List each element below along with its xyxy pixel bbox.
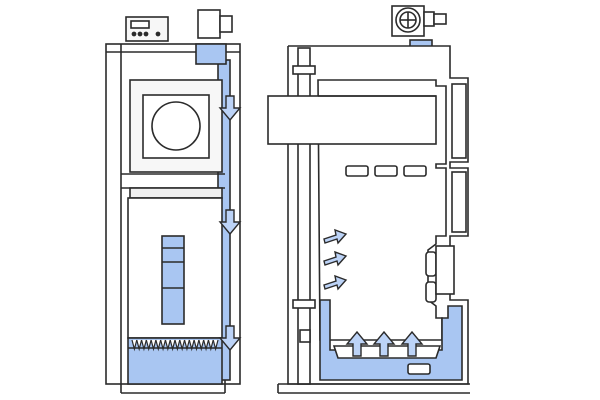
- flow-arrow-icon: [372, 330, 396, 357]
- grate-tooth: [212, 339, 219, 352]
- flow-arrow-icon: [218, 95, 242, 122]
- grate-tooth: [145, 339, 152, 352]
- grate-tooth: [174, 339, 181, 352]
- grate-tooth: [198, 339, 205, 352]
- top-vent-1: [345, 165, 369, 177]
- side-flow-arrows: [323, 228, 348, 291]
- flow-arrow-icon: [218, 325, 242, 352]
- front-down-arrows: [218, 95, 242, 352]
- side-door-lower: [451, 171, 467, 233]
- grate-tooth: [183, 339, 190, 352]
- fuel-column: [161, 235, 185, 325]
- side-view: [267, 5, 470, 394]
- side-water-jacket: [319, 299, 463, 381]
- flow-arrow-icon: [323, 274, 348, 291]
- flue-baffle: [267, 95, 437, 145]
- front-fan-icon: [197, 9, 233, 39]
- front-view: [105, 9, 241, 394]
- controller-icon: [125, 16, 169, 42]
- grate-tooth: [140, 339, 147, 352]
- grate-tooth: [131, 339, 138, 352]
- grate-tooth: [203, 339, 210, 352]
- flow-arrow-icon: [323, 250, 348, 267]
- flow-arrow-icon: [345, 330, 369, 357]
- top-vent-3: [403, 165, 427, 177]
- grate-tooth: [164, 339, 171, 352]
- flow-arrow-icon: [400, 330, 424, 357]
- grate-tooth: [160, 339, 167, 352]
- grate-tooth: [193, 339, 200, 352]
- inspection-window: [151, 101, 201, 151]
- grate-tooth: [188, 339, 195, 352]
- grate: [131, 339, 219, 352]
- grate-tooth: [136, 339, 143, 352]
- top-vent-2: [374, 165, 398, 177]
- front-air-inlet: [195, 43, 227, 65]
- side-door-upper: [451, 83, 467, 159]
- flow-arrow-icon: [323, 228, 348, 245]
- grate-tooth: [207, 339, 214, 352]
- fan-icon: [391, 5, 447, 37]
- grate-tooth: [155, 339, 162, 352]
- side-up-arrows: [345, 330, 424, 357]
- ash-pan: [127, 337, 223, 385]
- grate-tooth: [179, 339, 186, 352]
- grate-tooth: [169, 339, 176, 352]
- grate-tooth: [150, 339, 157, 352]
- flow-arrow-icon: [218, 209, 242, 236]
- ash-door-handle: [407, 363, 431, 375]
